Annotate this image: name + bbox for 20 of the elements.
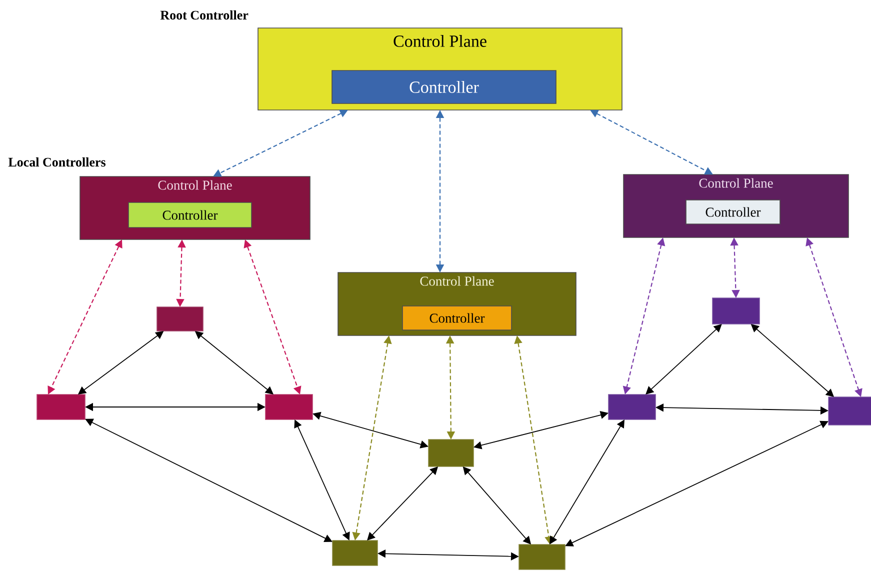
switch-box xyxy=(265,394,313,420)
arrow xyxy=(565,420,828,546)
arrow xyxy=(550,420,624,544)
switch-box xyxy=(156,306,204,332)
controller-box: Controller xyxy=(128,202,252,228)
controller-box: Controller xyxy=(686,200,780,224)
arrow xyxy=(294,420,350,540)
switch-box xyxy=(518,544,566,570)
switch-box xyxy=(332,540,378,566)
switch-box xyxy=(828,396,871,426)
switch-box xyxy=(428,439,474,467)
switch-box xyxy=(36,394,86,420)
switch-box xyxy=(608,394,656,420)
group-heading: Local Controllers xyxy=(8,157,106,167)
controller-box: Controller xyxy=(332,70,556,104)
controller-box: Controller xyxy=(402,306,512,330)
arrow xyxy=(85,418,332,542)
switch-box xyxy=(712,298,760,324)
arrow xyxy=(646,324,722,394)
group-heading: Root Controller xyxy=(160,10,248,20)
